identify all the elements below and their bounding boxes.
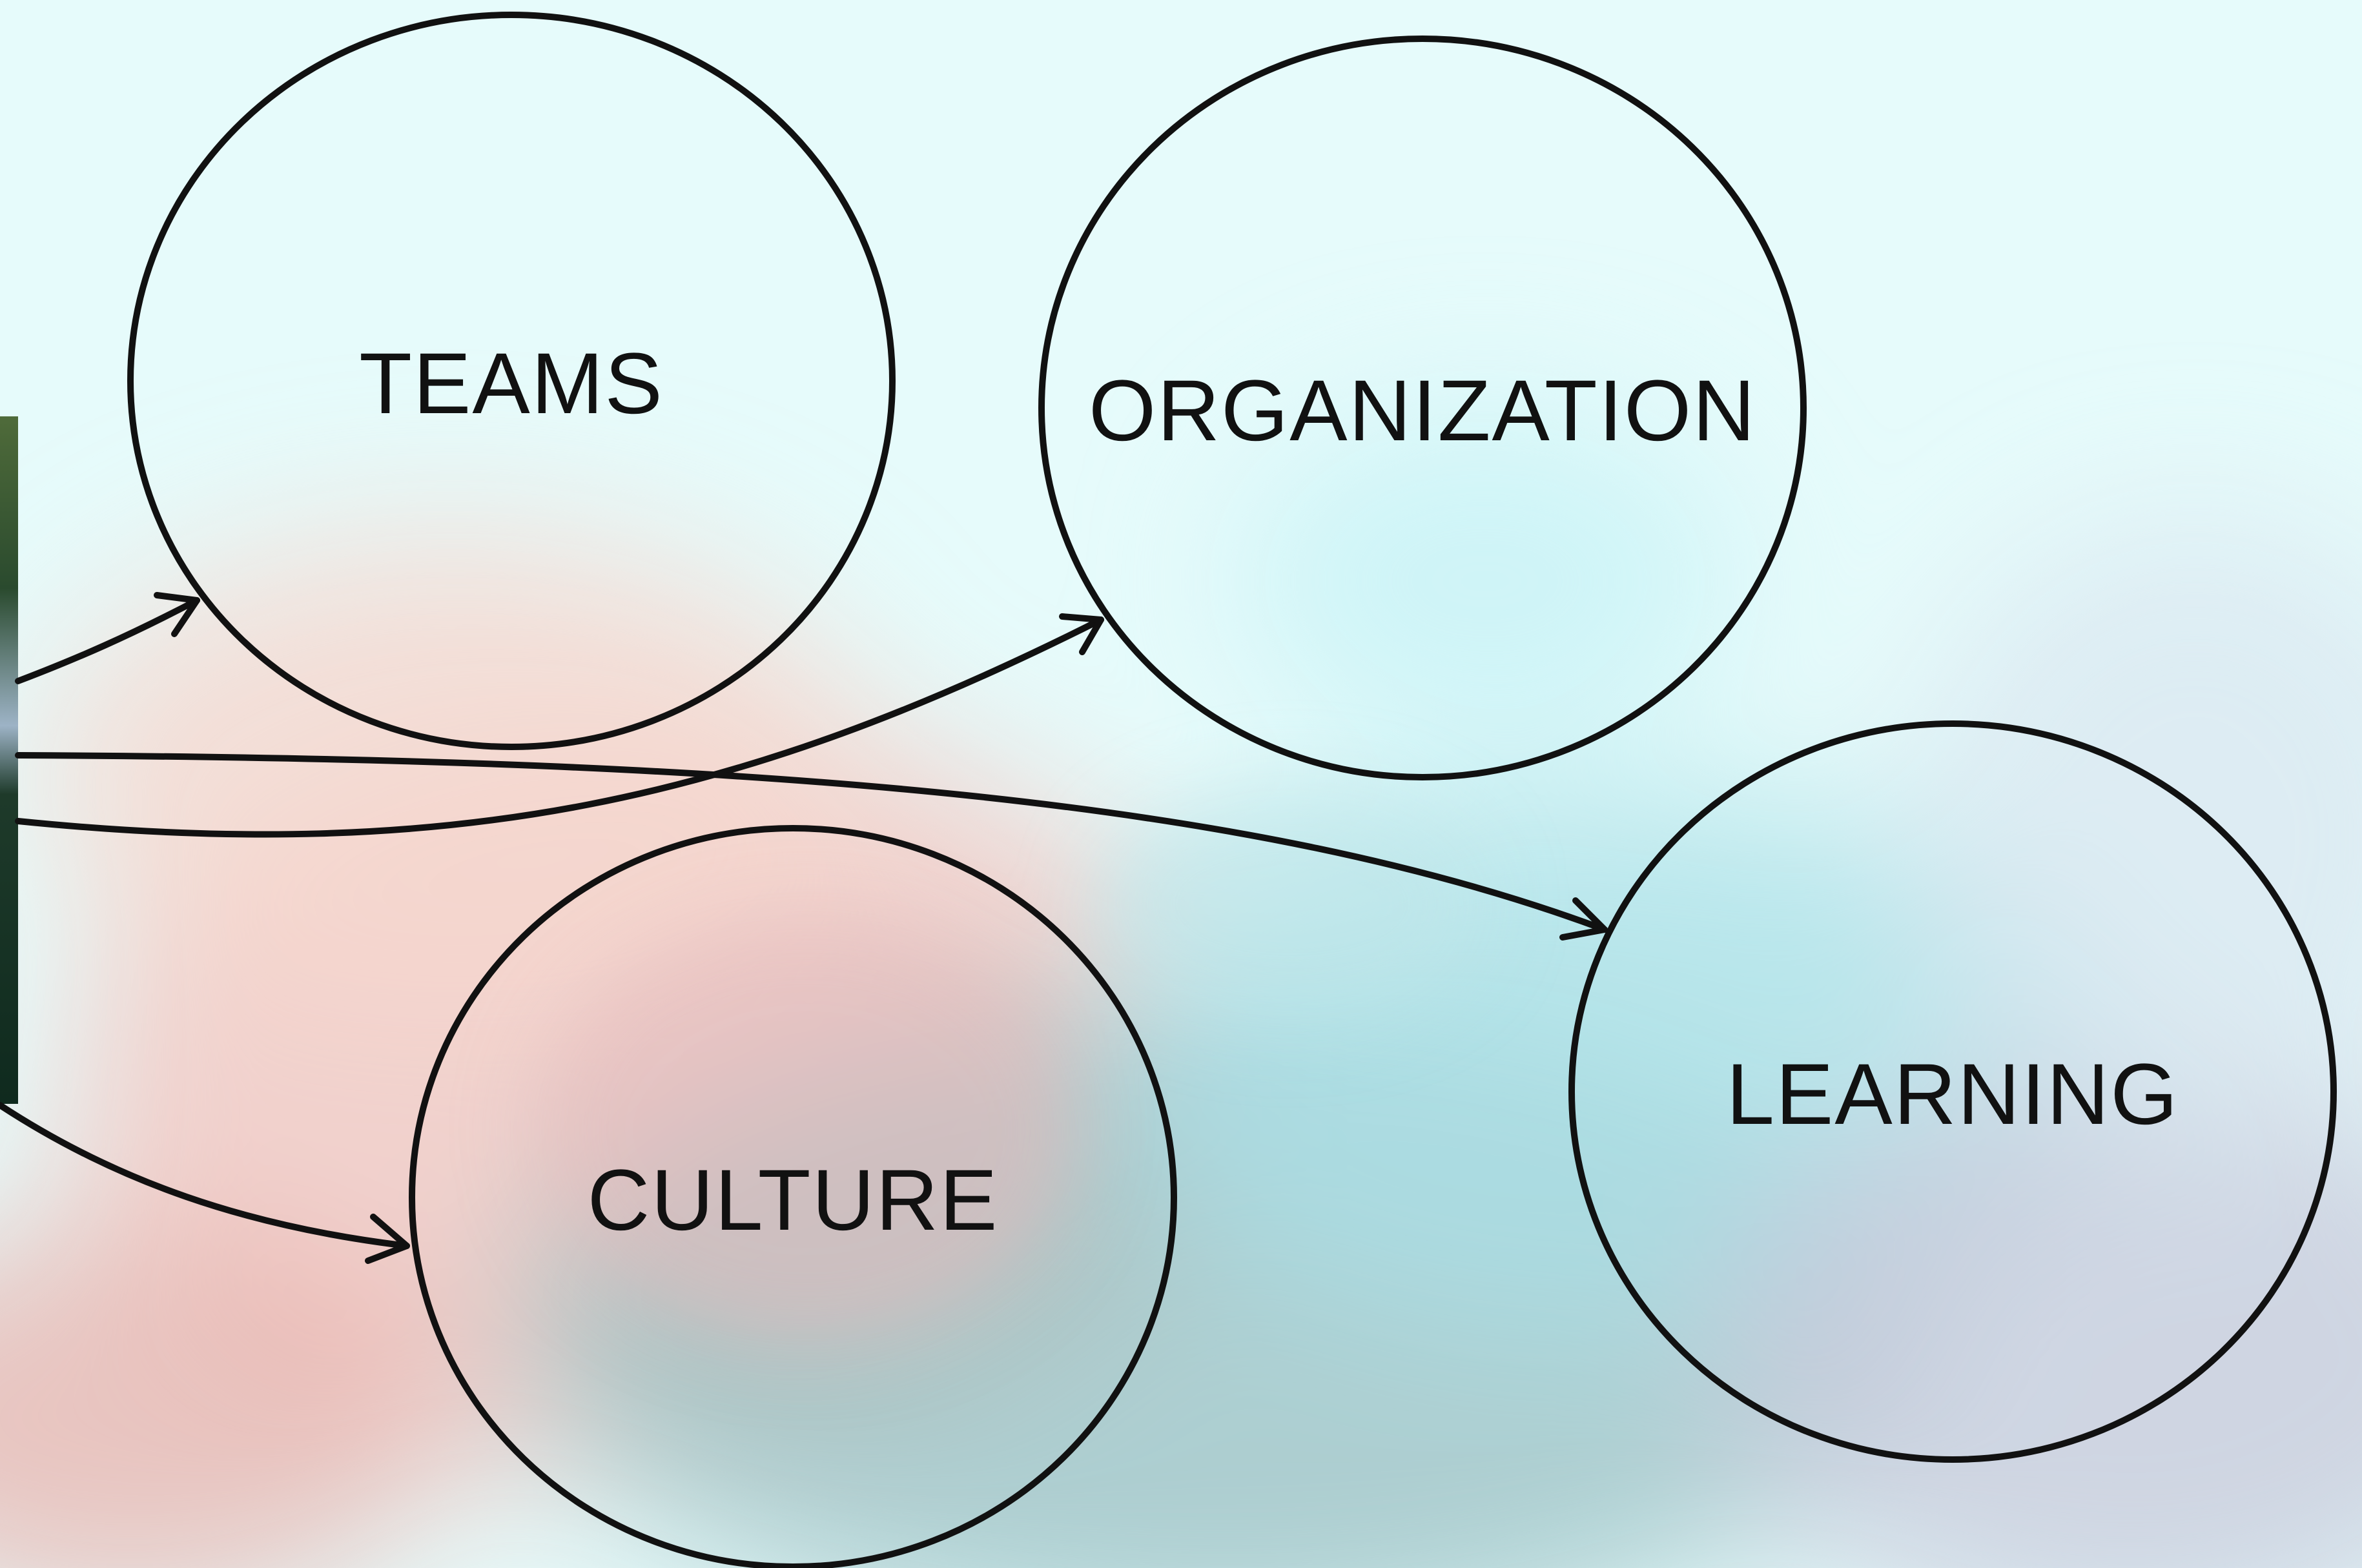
arrowhead-culture (365, 1214, 410, 1264)
node-label-learning: LEARNING (1726, 1046, 2179, 1143)
node-learning: LEARNING (1568, 720, 2337, 1463)
edge-to-culture (0, 1102, 410, 1249)
node-label-culture: CULTURE (588, 1152, 999, 1248)
node-label-teams: TEAMS (359, 336, 664, 432)
left-image-strip (0, 416, 18, 1104)
node-label-organization: ORGANIZATION (1089, 363, 1756, 459)
arrowhead-organization (1059, 613, 1104, 655)
node-teams: TEAMS (127, 12, 896, 750)
node-culture: CULTURE (409, 825, 1177, 1568)
edge-to-teams (15, 597, 200, 684)
arrowhead-learning (1559, 897, 1608, 941)
edge-to-learning (15, 752, 1608, 933)
edges (0, 592, 1608, 1264)
node-organization: ORGANIZATION (1038, 36, 1807, 780)
edge-to-organization (15, 616, 1104, 838)
arrowhead-teams (154, 592, 200, 637)
